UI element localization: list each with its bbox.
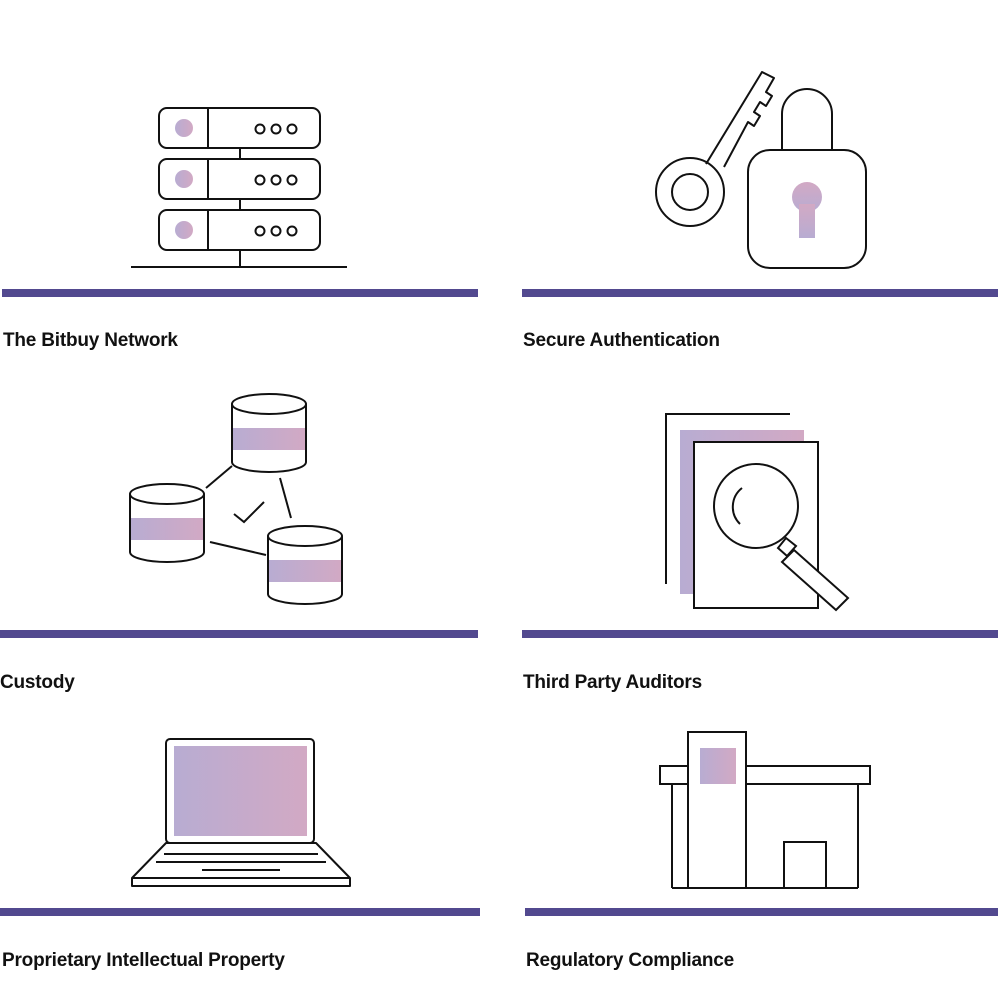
feature-title: Custody bbox=[0, 672, 75, 693]
server-stack-icon bbox=[128, 104, 350, 272]
database-network-icon bbox=[126, 390, 348, 612]
feature-title: Proprietary Intellectual Property bbox=[2, 950, 285, 971]
divider-bar bbox=[0, 630, 478, 638]
document-magnifier-icon bbox=[664, 412, 860, 612]
building-icon bbox=[656, 728, 874, 892]
feature-title: Third Party Auditors bbox=[523, 672, 702, 693]
feature-title: The Bitbuy Network bbox=[3, 330, 178, 351]
feature-title: Regulatory Compliance bbox=[526, 950, 735, 971]
divider-bar bbox=[0, 908, 480, 916]
divider-bar bbox=[2, 289, 478, 297]
feature-title: Secure Authentication bbox=[523, 330, 720, 351]
key-and-padlock-icon bbox=[652, 64, 870, 274]
divider-bar bbox=[522, 630, 998, 638]
divider-bar bbox=[522, 289, 998, 297]
divider-bar bbox=[525, 908, 998, 916]
laptop-icon bbox=[128, 736, 354, 890]
